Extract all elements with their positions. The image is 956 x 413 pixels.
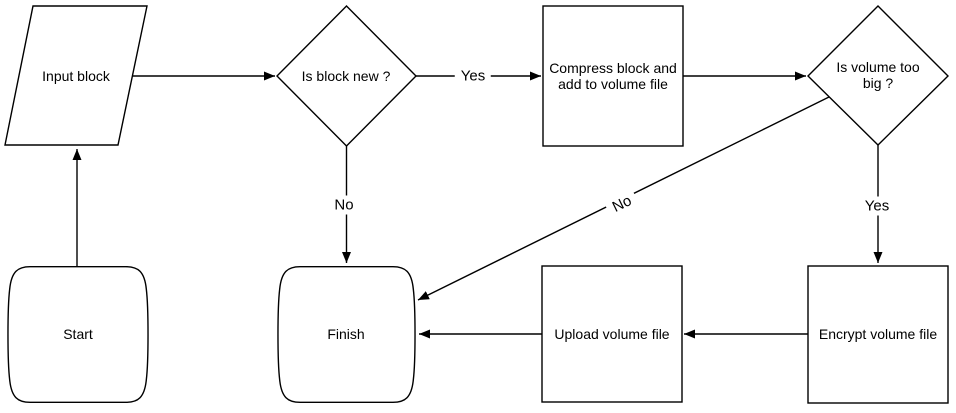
- is-block-new-diamond: [276, 5, 417, 147]
- encrypt-volume-file-rectangle: [807, 265, 949, 404]
- is-block-new-yes-label: Yes: [454, 66, 492, 86]
- compress-block-rectangle: [542, 5, 684, 147]
- finish-label: Finish: [327, 326, 365, 342]
- encrypt-volume-file-label: Encrypt volume file: [818, 326, 938, 342]
- input-block-parallelogram: [4, 5, 148, 146]
- is-block-new-no-label: No: [328, 195, 360, 215]
- input-block-label: Input block: [42, 68, 110, 84]
- is-volume-too-big-diamond: [807, 5, 949, 146]
- compress-block-label: Compress block and add to volume file: [549, 60, 677, 92]
- upload-volume-file-label: Upload volume file: [554, 326, 670, 342]
- is-block-new-label: Is block new ?: [301, 68, 391, 84]
- upload-volume-file-rectangle: [541, 265, 683, 403]
- start-label: Start: [63, 326, 93, 342]
- start-terminator: [7, 266, 149, 403]
- is-volume-too-big-yes-label: Yes: [858, 196, 896, 216]
- finish-terminator: [277, 266, 416, 403]
- is-volume-too-big-label: Is volume too big ?: [836, 59, 920, 91]
